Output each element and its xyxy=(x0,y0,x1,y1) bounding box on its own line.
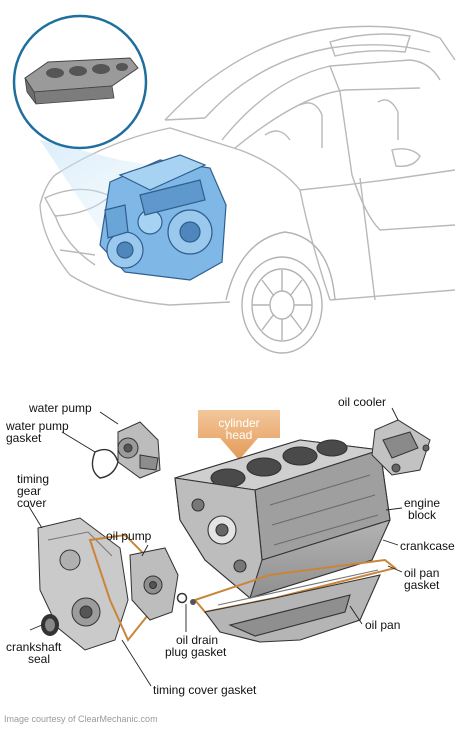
label-oil-pump: oil pump xyxy=(106,529,152,543)
engine-highlight xyxy=(99,154,227,281)
water-pump-gasket-part xyxy=(91,448,119,479)
label-oil-cooler: oil cooler xyxy=(338,395,387,409)
label-timing-cover-gasket: timing cover gasket xyxy=(153,683,257,697)
label-oil-pan: oil pan xyxy=(365,618,401,632)
label-timing-gear-cover-line2: gear xyxy=(17,484,42,498)
oil-pump-part xyxy=(129,547,179,621)
label-cylinder-head-line2: head xyxy=(225,428,253,442)
label-cylinder-head-line1: cylinder xyxy=(218,416,260,430)
crankshaft-seal-part xyxy=(41,614,59,636)
car-front-wheel xyxy=(225,231,336,354)
label-crankshaft-seal-line2: seal xyxy=(28,652,51,666)
leader-lines xyxy=(27,407,403,687)
water-pump-part xyxy=(117,421,161,479)
label-oil-pan-gasket-line2: gasket xyxy=(404,578,440,592)
label-timing-gear-cover-line3: cover xyxy=(17,496,47,510)
cylinder-head-arrow xyxy=(198,410,280,460)
label-timing-gear-cover-line1: timing xyxy=(17,472,50,486)
label-water-pump: water pump xyxy=(29,401,92,415)
oil-cooler-part xyxy=(371,419,431,476)
label-engine-block-line1: engine xyxy=(404,496,441,510)
timing-gear-cover-part xyxy=(37,517,129,651)
label-crankshaft-seal-line1: crankshaft xyxy=(6,640,62,654)
image-credit: Image courtesy of ClearMechanic.com xyxy=(4,714,158,724)
label-engine-block-line2: block xyxy=(408,508,437,522)
label-oil-drain-plug-gasket-line2: plug gasket xyxy=(165,645,227,659)
inset-circle xyxy=(12,14,148,150)
label-water-pump-gasket-line1: water pump xyxy=(6,419,69,433)
label-water-pump-gasket-line2: gasket xyxy=(6,431,42,445)
label-cylinder-head: cylinder head xyxy=(212,417,266,441)
car-outline xyxy=(39,25,456,306)
label-crankcase: crankcase xyxy=(400,539,455,553)
oil-drain-plug-gasket-part xyxy=(176,592,196,605)
oil-pan-part xyxy=(204,569,381,643)
label-oil-pan-gasket-line1: oil pan xyxy=(404,566,440,580)
label-oil-drain-plug-gasket-line1: oil drain xyxy=(176,633,219,647)
engine-block xyxy=(174,439,391,599)
